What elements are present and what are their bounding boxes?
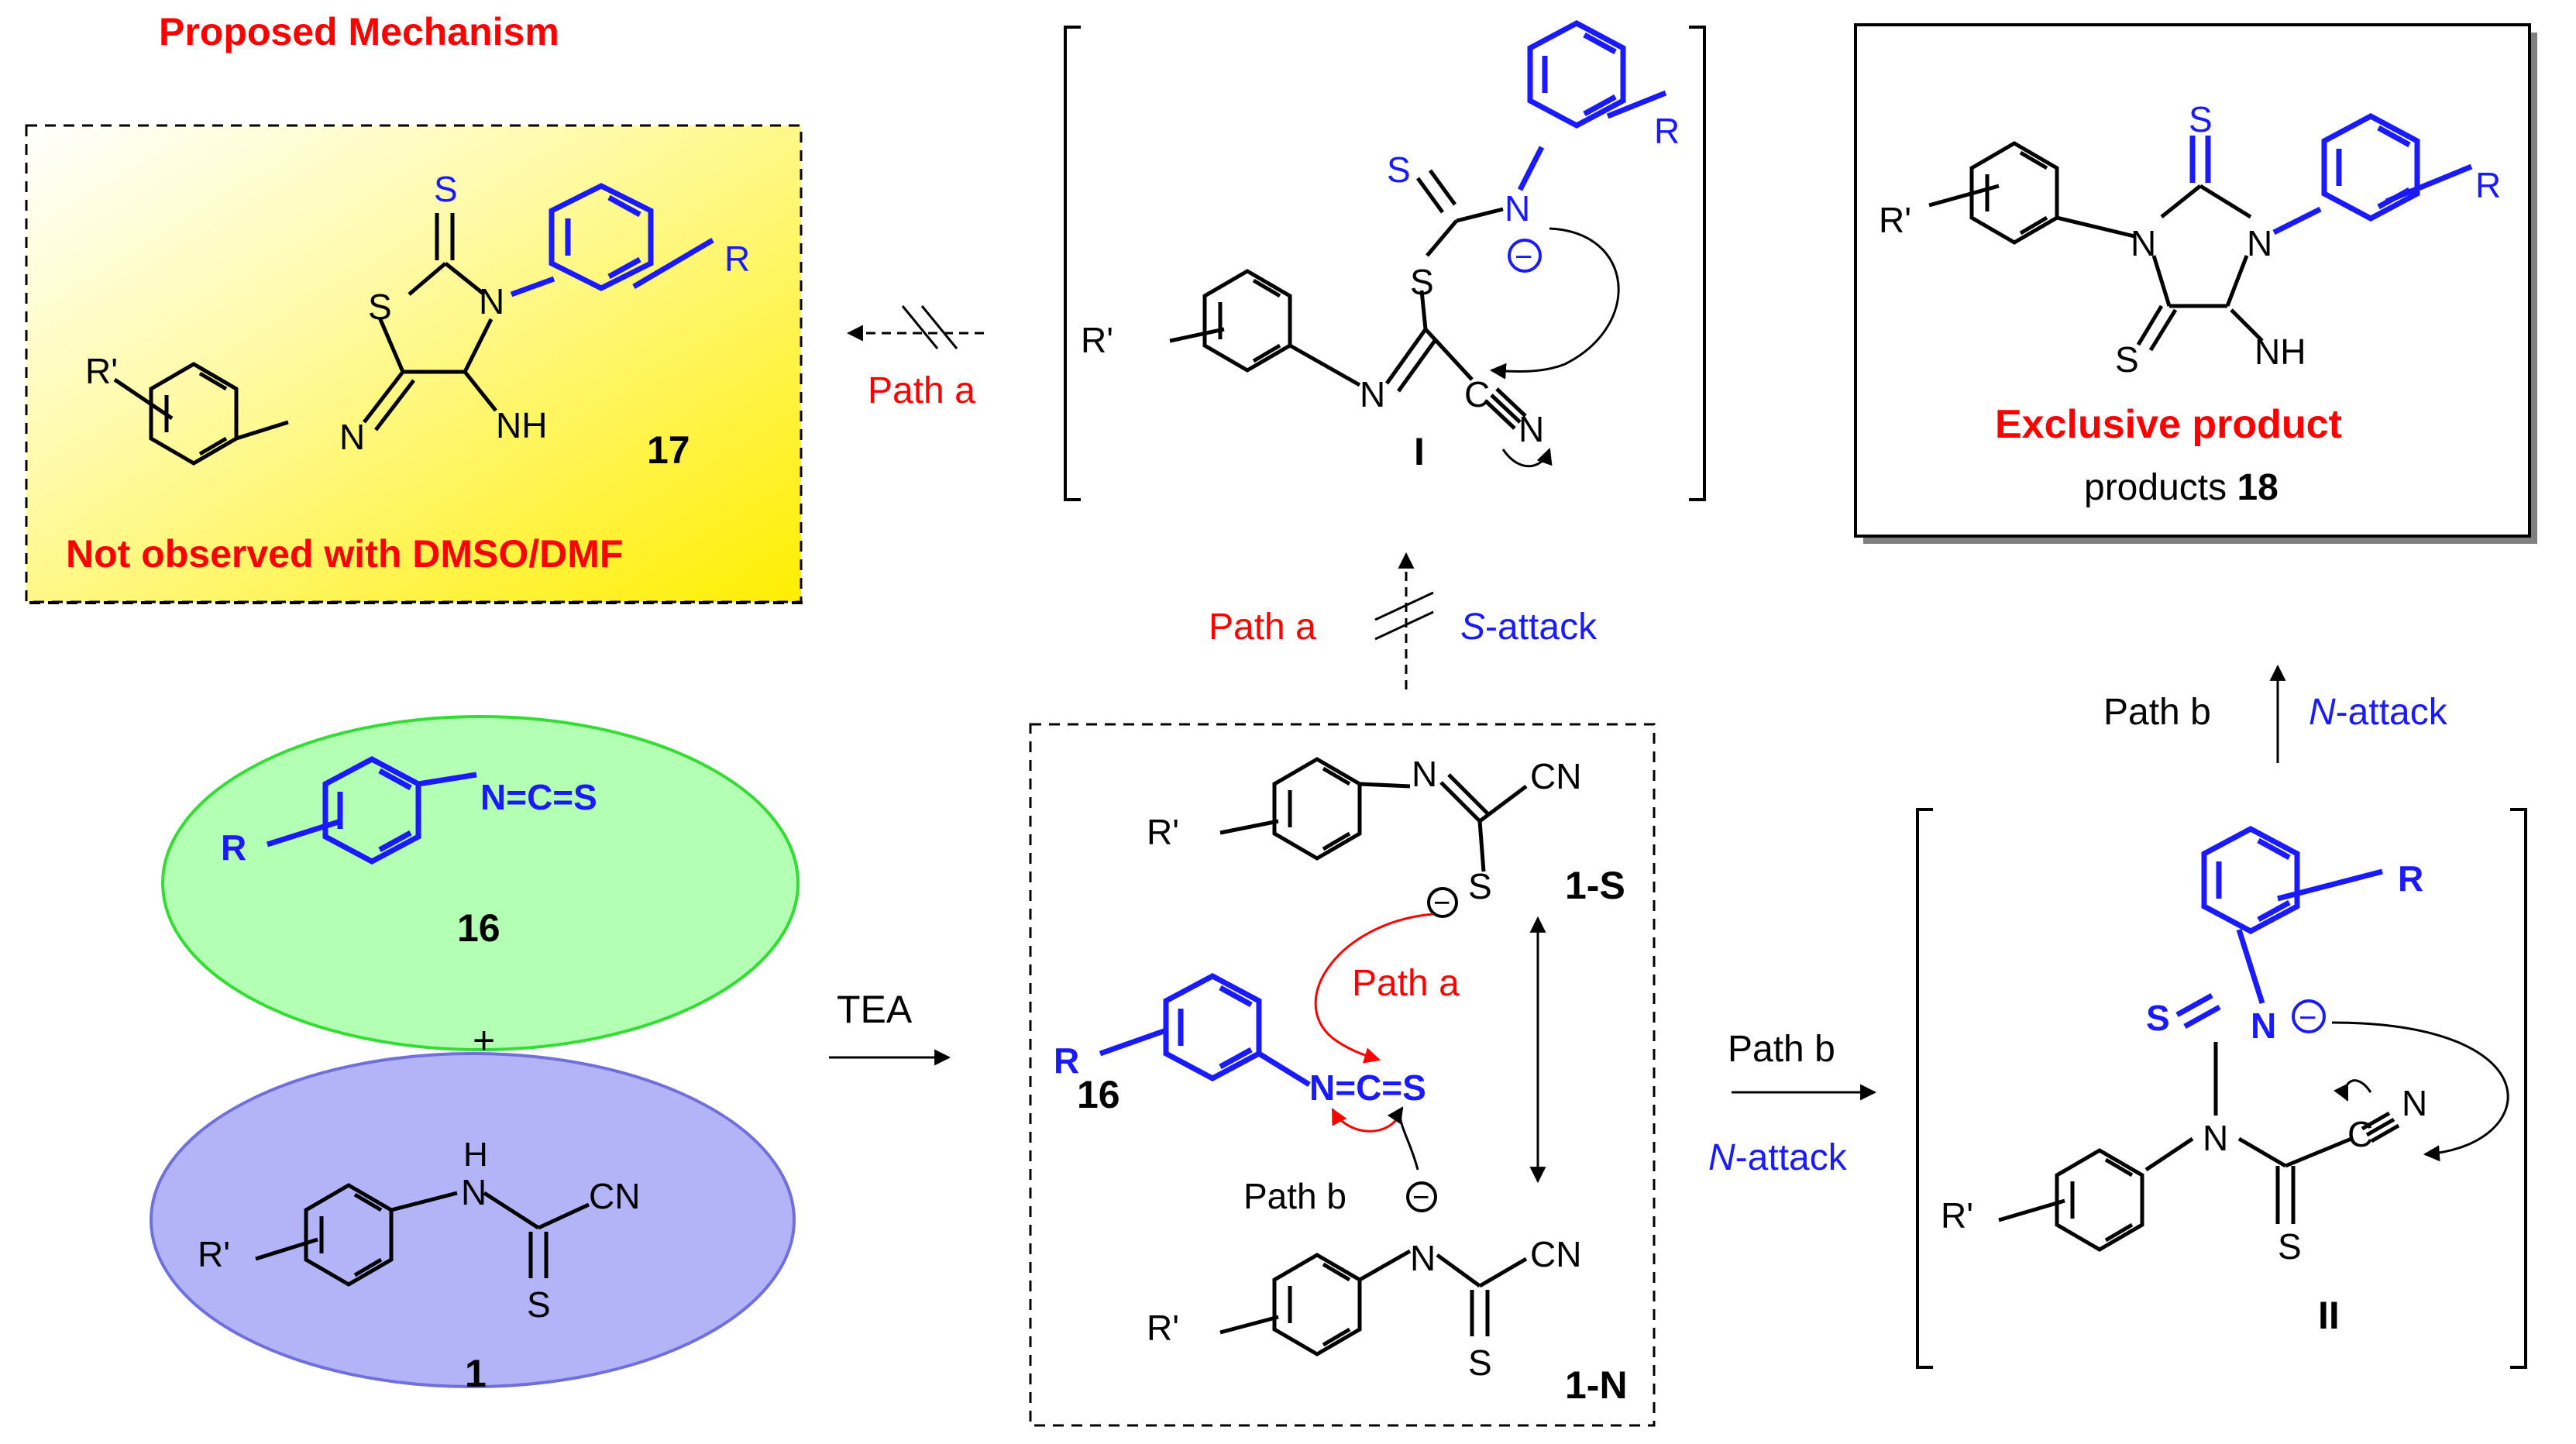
path-a-label-box: Path a bbox=[1352, 963, 1460, 1004]
atom-S-1S: S bbox=[1468, 866, 1492, 906]
intermediate-II: S N − R N C N S R' II bbox=[1916, 808, 2527, 1369]
anion-equilibrium-box: N CN S − R' 1-S N=C=S R 16 Path a Path b… bbox=[1029, 723, 1656, 1427]
intermediate-I-label: I bbox=[1414, 430, 1425, 473]
path-b-label-right: Path b bbox=[1728, 1029, 1835, 1070]
atom-S-thione-I: S bbox=[1387, 150, 1411, 190]
atom-CN-1S: CN bbox=[1530, 756, 1581, 796]
atom-S-1N: S bbox=[1468, 1343, 1492, 1383]
atom-N-imine: N bbox=[339, 417, 365, 457]
atom-C-II: C bbox=[2347, 1114, 2373, 1154]
atom-CN-1N: CN bbox=[1530, 1234, 1581, 1274]
atom-S-thione: S bbox=[434, 169, 458, 209]
atom-S-II: S bbox=[2278, 1226, 2302, 1267]
atom-N-II: N bbox=[2203, 1118, 2228, 1158]
atom-S-thione-II: S bbox=[2146, 998, 2170, 1038]
atom-C-I: C bbox=[1464, 374, 1490, 414]
path-b-label-box: Path b bbox=[1243, 1176, 1346, 1216]
substituent-R-prime: R' bbox=[85, 351, 118, 391]
tea-arrow: TEA bbox=[829, 988, 951, 1066]
path-a-s-attack-arrow: Path a S-attack bbox=[1209, 552, 1598, 689]
path-b-n-attack-arrow-up: Path b N-attack bbox=[2103, 664, 2448, 763]
base-tea: TEA bbox=[837, 988, 913, 1031]
substituent-R-16-box: R bbox=[1054, 1040, 1079, 1081]
substituent-R-16: R bbox=[221, 827, 246, 868]
compound-16-box-label: 16 bbox=[1077, 1073, 1120, 1116]
substituent-R-II: R bbox=[2398, 858, 2423, 899]
compound-16-label: 16 bbox=[457, 906, 500, 950]
atom-N-nitrile-II: N bbox=[2402, 1083, 2427, 1123]
s-attack-label: S-attack bbox=[1460, 607, 1598, 648]
atom-N3-18: N bbox=[2247, 223, 2272, 263]
compound-1-label: 1 bbox=[465, 1352, 487, 1395]
atom-S-ring: S bbox=[368, 287, 392, 327]
substituent-R-prime-I: R' bbox=[1081, 320, 1113, 360]
atom-N1-18: N bbox=[2131, 223, 2156, 263]
anion-1S-label: 1-S bbox=[1565, 864, 1625, 907]
reagent-16-oval: N=C=S R 16 bbox=[161, 715, 800, 1051]
path-b-n-attack-arrow-right: Path b N-attack bbox=[1708, 1029, 1877, 1178]
atom-N-nitrile-I: N bbox=[1518, 409, 1544, 449]
path-a-label-mid: Path a bbox=[1209, 607, 1316, 648]
n-attack-label-up: N-attack bbox=[2309, 692, 2448, 733]
intermediate-II-label: II bbox=[2318, 1294, 2340, 1337]
substituent-R-18: R bbox=[2475, 165, 2501, 205]
substituent-R-I: R bbox=[1654, 111, 1680, 151]
path-a-label-top: Path a bbox=[868, 370, 975, 411]
substituent-R-prime-1S: R' bbox=[1147, 812, 1179, 852]
charge-minus-1N: − bbox=[1412, 1181, 1429, 1214]
product-17-box: S S N N NH R' R 17 Not observed with DMS… bbox=[25, 124, 803, 604]
anion-1N-label: 1-N bbox=[1565, 1363, 1628, 1407]
atom-H-1: H bbox=[463, 1136, 488, 1174]
box18-note-sub: products 18 bbox=[2084, 467, 2279, 508]
intermediate-I: S N − S N C N R' R I bbox=[1064, 20, 1706, 501]
atom-CN-1: CN bbox=[589, 1176, 640, 1216]
path-b-label-up: Path b bbox=[2103, 692, 2211, 733]
box17-note: Not observed with DMSO/DMF bbox=[66, 532, 623, 576]
scheme-title: Proposed Mechanism bbox=[159, 10, 559, 53]
substituent-R-prime-18: R' bbox=[1879, 200, 1911, 240]
atom-N-1N: N bbox=[1410, 1238, 1436, 1278]
charge-minus-1S: − bbox=[1433, 887, 1450, 920]
charge-minus-I: − bbox=[1515, 240, 1532, 274]
atom-N-anion-II: N bbox=[2251, 1006, 2276, 1046]
product-18-box: S N N S NH R' R Exclusive product produc… bbox=[1854, 23, 2537, 544]
ncs-group-16-box: N=C=S bbox=[1309, 1068, 1426, 1108]
n-attack-label-right: N-attack bbox=[1708, 1137, 1848, 1178]
atom-S-thione-18: S bbox=[2189, 99, 2213, 139]
path-a-arrow-to-17: Path a bbox=[846, 305, 984, 411]
atom-N-1: N bbox=[461, 1172, 487, 1212]
atom-N-imine-I: N bbox=[1360, 374, 1385, 414]
ncs-group-16: N=C=S bbox=[480, 777, 597, 817]
atom-N-1S: N bbox=[1412, 754, 1437, 794]
substituent-R: R bbox=[724, 239, 750, 279]
substituent-R-prime-II: R' bbox=[1941, 1195, 1973, 1236]
box18-note-main: Exclusive product bbox=[1995, 402, 2342, 447]
charge-minus-II: − bbox=[2299, 1001, 2316, 1035]
atom-S-1: S bbox=[527, 1284, 551, 1325]
atom-S-I: S bbox=[1410, 262, 1434, 302]
atom-S-18: S bbox=[2115, 339, 2139, 380]
atom-N-ring: N bbox=[479, 281, 504, 321]
atom-NH-18: NH bbox=[2254, 332, 2306, 372]
substituent-R-prime-1: R' bbox=[198, 1234, 230, 1274]
compound-17-label: 17 bbox=[647, 428, 690, 472]
atom-N-anion-I: N bbox=[1505, 188, 1530, 229]
atom-NH: NH bbox=[496, 405, 547, 445]
reagent-1-oval: H N CN S R' 1 bbox=[150, 1052, 796, 1395]
substituent-R-prime-1N: R' bbox=[1147, 1308, 1179, 1348]
